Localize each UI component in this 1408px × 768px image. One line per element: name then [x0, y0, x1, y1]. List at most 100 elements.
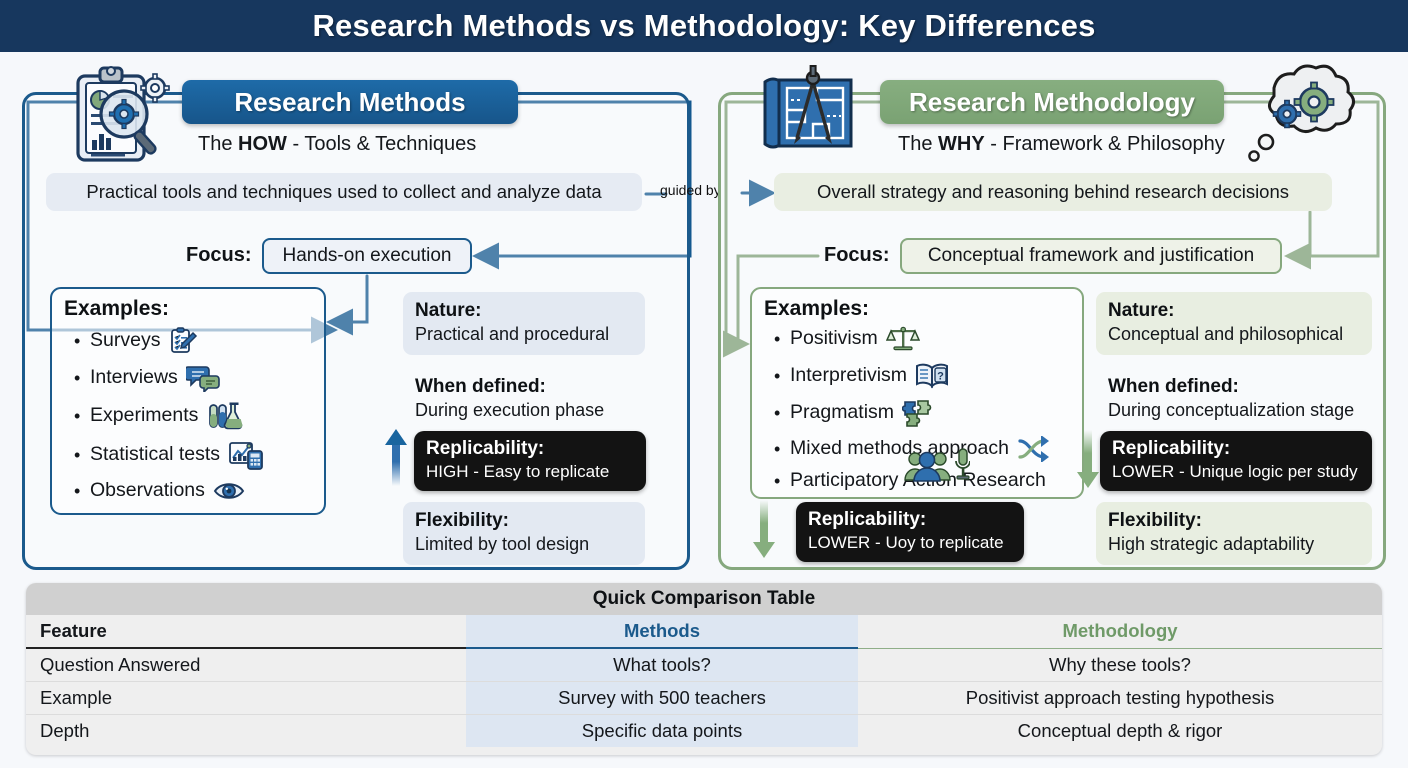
cell-methods: Survey with 500 teachers: [466, 681, 858, 715]
methodology-examples-title: Examples:: [764, 297, 870, 320]
page-title-bar: Research Methods vs Methodology: Key Dif…: [0, 0, 1408, 52]
bullet-icon: •: [774, 366, 781, 386]
trend-up-arrow-icon: [385, 429, 407, 486]
methods-examples-title: Examples:: [64, 297, 170, 320]
cell-feature: Example: [26, 681, 466, 715]
methodology-attribute-when-defined: When defined: During conceptualization s…: [1096, 368, 1386, 431]
bullet-icon: •: [74, 406, 81, 426]
list-item: • Interviews: [74, 364, 264, 392]
replicability-key: Replicability:: [808, 509, 927, 530]
methodology-focus-value: Conceptual framework and justification: [900, 238, 1282, 274]
table-row: Depth Specific data points Conceptual de…: [26, 714, 1382, 747]
replicability-value: LOWER - Unique logic per study: [1112, 461, 1358, 481]
replicability-key: Replicability:: [1112, 438, 1231, 459]
speech-bubbles-icon: [185, 364, 220, 392]
attribute-value: Conceptual and philosophical: [1108, 323, 1344, 344]
cell-feature: Question Answered: [26, 648, 466, 682]
table-row: Question Answered What tools? Why these …: [26, 648, 1382, 682]
list-item: • Mixed methods approach: [774, 436, 1051, 462]
column-header-methods: Methods: [466, 615, 858, 649]
open-book-question-icon: ?: [915, 362, 951, 390]
cell-methodology: Why these tools?: [858, 648, 1382, 682]
chart-calculator-icon: [228, 440, 264, 470]
scales-balance-icon: [885, 325, 920, 353]
bullet-icon: •: [774, 470, 781, 491]
example-label: Statistical tests: [90, 443, 221, 466]
list-item: • Surveys: [74, 327, 264, 355]
methodology-attribute-flexibility: Flexibility: High strategic adaptability: [1096, 502, 1372, 566]
quick-comparison-table: Quick Comparison Table Feature Methods M…: [26, 583, 1382, 755]
research-methods-badge-label: Research Methods: [234, 86, 466, 117]
attribute-value: Practical and procedural: [415, 323, 610, 344]
methodology-replicability-pill-secondary: Replicability: LOWER - Uoy to replicate: [796, 502, 1024, 562]
thought-cloud-gears-icon: [1248, 64, 1355, 162]
people-microphone-icon: [904, 447, 971, 490]
table-header-row: Feature Methods Methodology: [26, 615, 1382, 649]
trend-down-arrow-icon: [1077, 430, 1099, 488]
methodology-subtitle: The WHY - Framework & Philosophy: [898, 133, 1225, 156]
methods-focus-label: Focus:: [186, 244, 252, 266]
methods-attribute-flexibility: Flexibility: Limited by tool design: [403, 502, 645, 566]
methods-attribute-nature: Nature: Practical and procedural: [403, 292, 645, 356]
cell-methods: Specific data points: [466, 714, 858, 747]
methodology-subtitle-keyword: WHY: [938, 133, 985, 155]
methodology-replicability-pill: Replicability: LOWER - Unique logic per …: [1100, 431, 1372, 491]
methods-description: Practical tools and techniques used to c…: [46, 173, 642, 211]
shuffle-arrows-icon: [1017, 436, 1051, 462]
attribute-value: Limited by tool design: [415, 533, 590, 554]
replicability-value: LOWER - Uoy to replicate: [808, 532, 1004, 552]
methodology-attribute-nature: Nature: Conceptual and philosophical: [1096, 292, 1372, 356]
cell-feature: Depth: [26, 714, 466, 747]
table-title: Quick Comparison Table: [26, 583, 1382, 615]
methodology-subtitle-prefix: The: [898, 133, 939, 155]
clipboard-magnifier-gear-icon: [76, 66, 170, 162]
example-label: Interpretivism: [790, 364, 908, 387]
methodology-subtitle-suffix: - Framework & Philosophy: [984, 133, 1225, 155]
attribute-key: Flexibility:: [1108, 510, 1202, 531]
bullet-icon: •: [74, 331, 81, 351]
methods-subtitle-suffix: - Tools & Techniques: [286, 133, 477, 155]
methods-attribute-when-defined: When defined: During execution phase: [403, 368, 645, 431]
methods-focus-value: Hands-on execution: [262, 238, 472, 274]
example-label: Mixed methods approach: [790, 437, 1009, 460]
attribute-key: When defined:: [415, 376, 546, 397]
methods-replicability-pill: Replicability: HIGH - Easy to replicate: [414, 431, 646, 491]
methodology-focus-label: Focus:: [824, 244, 890, 266]
cell-methodology: Conceptual depth & rigor: [858, 714, 1382, 747]
list-item: • Experiments: [74, 401, 264, 431]
list-item: • Positivism: [774, 325, 1051, 353]
methods-subtitle-prefix: The: [198, 133, 239, 155]
blueprint-compass-icon: [763, 65, 853, 149]
column-header-feature: Feature: [26, 615, 466, 649]
bullet-icon: •: [74, 445, 81, 465]
attribute-key: Nature:: [1108, 300, 1175, 321]
attribute-value: During execution phase: [415, 399, 605, 420]
research-methods-badge: Research Methods: [182, 80, 518, 124]
guided-by-label: guided by: [660, 182, 721, 198]
list-item: • Observations: [74, 479, 264, 503]
attribute-key: Flexibility:: [415, 510, 509, 531]
attribute-key: Nature:: [415, 300, 482, 321]
cell-methods: What tools?: [466, 648, 858, 682]
example-label: Surveys: [90, 329, 161, 352]
list-item: • Pragmatism: [774, 399, 1051, 427]
methods-examples-list: • Surveys • Interviews: [74, 327, 264, 512]
replicability-key: Replicability:: [426, 438, 545, 459]
trend-down-arrow-icon-secondary: [753, 500, 775, 558]
example-label: Positivism: [790, 327, 878, 350]
research-methodology-badge-label: Research Methodology: [908, 86, 1196, 117]
example-label: Pragmatism: [790, 401, 895, 424]
example-label: Observations: [90, 479, 205, 502]
research-methodology-badge: Research Methodology: [880, 80, 1224, 124]
methods-examples-box: Examples: • Surveys • Interviews: [50, 287, 326, 515]
bullet-icon: •: [774, 439, 781, 459]
table-row: Example Survey with 500 teachers Positiv…: [26, 681, 1382, 715]
attribute-key: When defined:: [1108, 376, 1239, 397]
methods-subtitle: The HOW - Tools & Techniques: [198, 133, 476, 156]
methods-subtitle-keyword: HOW: [238, 133, 287, 155]
clipboard-pencil-icon: [168, 327, 198, 355]
example-label: Experiments: [90, 404, 199, 427]
attribute-value: High strategic adaptability: [1108, 533, 1315, 554]
column-header-methodology: Methodology: [858, 615, 1382, 649]
